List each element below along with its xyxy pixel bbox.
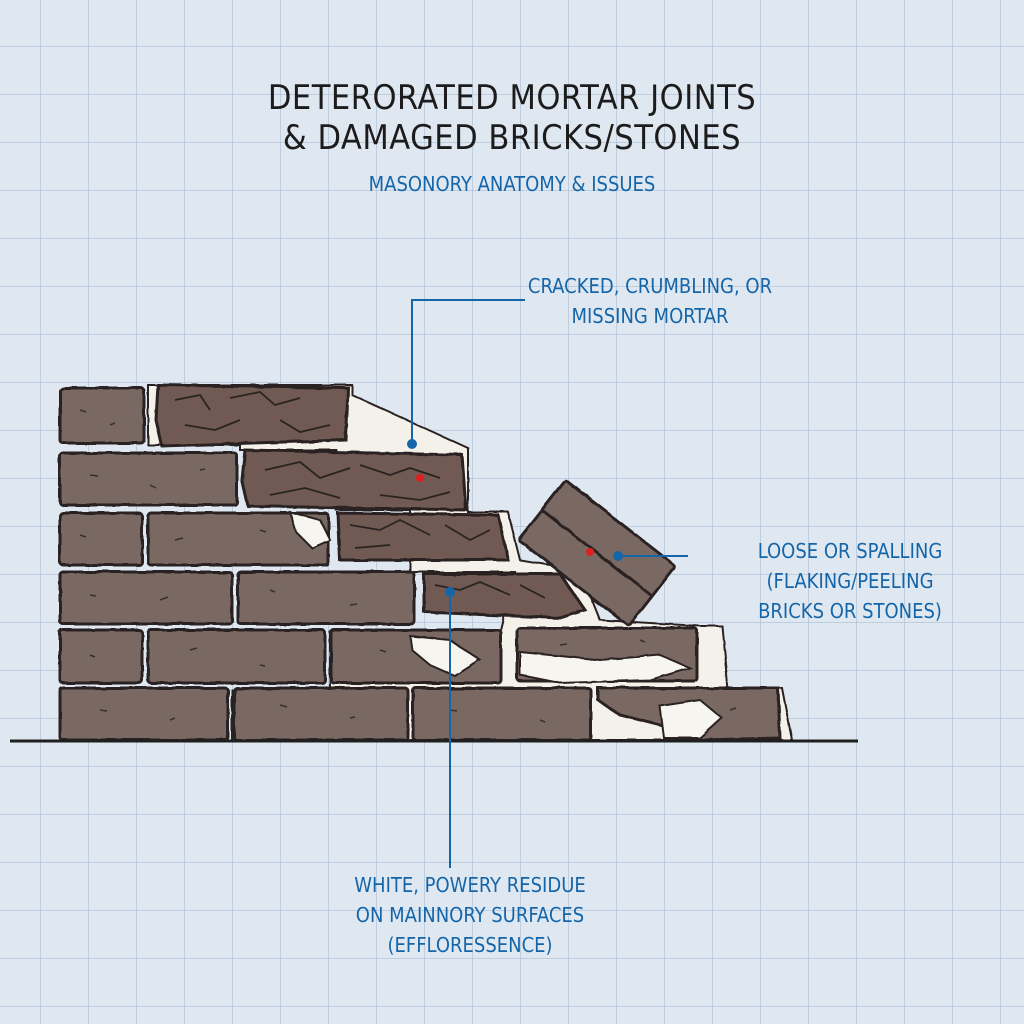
callout-mortar-line-2: MISSING MORTAR [571, 304, 729, 328]
loose-brick [518, 479, 676, 627]
callout-loose-line-1: LOOSE OR SPALLING (FLAKING/PEELING [757, 539, 943, 593]
brick [58, 511, 144, 567]
callout-mortar-line-1: CRACKED, CRUMBLING, OR [527, 274, 773, 298]
diagram-title: DETERORATED MORTAR JOINTS & DAMAGED BRIC… [112, 78, 912, 158]
red-marker [416, 474, 424, 482]
crack-texture [174, 391, 546, 599]
damaged-brick [240, 448, 468, 512]
callout-mortar: CRACKED, CRUMBLING, OR MISSING MORTAR [500, 271, 800, 331]
callout-loose: LOOSE OR SPALLING (FLAKING/PEELING BRICK… [680, 536, 1020, 626]
damaged-brick [336, 511, 510, 562]
callout-efflorescence-line-2: ON MAINNORY SURFACES [355, 903, 585, 927]
damaged-bricks [154, 383, 588, 620]
callout-loose-line-2: BRICKS OR STONES) [758, 599, 942, 623]
brick-speckles [79, 409, 737, 723]
efflorescence-patches [288, 510, 724, 739]
brick [58, 686, 230, 742]
callout-efflorescence-line-3: (EFFLORESSENCE) [387, 933, 553, 957]
brick [236, 570, 416, 626]
leader-dot-mortar [407, 439, 417, 449]
diagram-subtitle: MASONORY ANATOMY & ISSUES [368, 172, 656, 196]
brick [411, 686, 593, 742]
title-line-1: DETERORATED MORTAR JOINTS [267, 78, 757, 118]
leader-line-mortar [411, 299, 525, 444]
brick [58, 386, 146, 445]
title-line-2: & DAMAGED BRICKS/STONES [282, 118, 742, 159]
brick [58, 570, 234, 626]
brick [58, 628, 144, 685]
red-markers [416, 474, 594, 556]
damaged-brick [422, 572, 588, 620]
callout-efflorescence-line-1: WHITE, POWERY RESIDUE [354, 873, 586, 897]
brick [146, 628, 327, 685]
brick [232, 686, 410, 742]
callout-efflorescence: WHITE, POWERY RESIDUE ON MAINNORY SURFAC… [320, 870, 620, 960]
brick [58, 451, 239, 507]
leader-dot-loose [613, 551, 623, 561]
leader-lines [411, 299, 688, 868]
leader-dot-efflorescence [445, 587, 455, 597]
red-marker [586, 548, 594, 556]
leader-dots [407, 439, 623, 597]
